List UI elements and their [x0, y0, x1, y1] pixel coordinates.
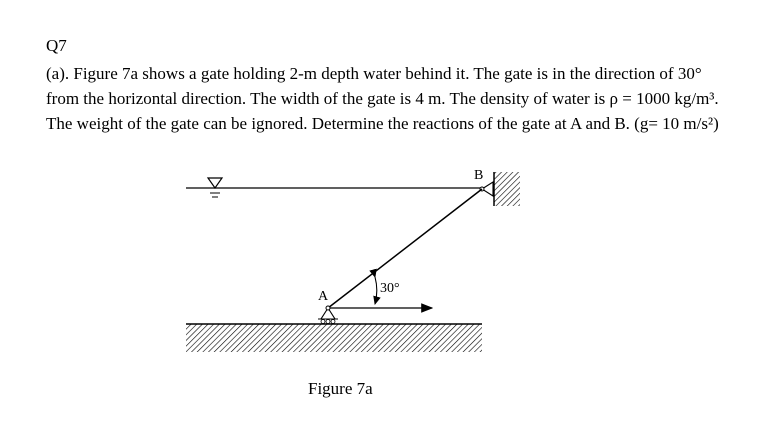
gate-line: [327, 188, 483, 309]
question-line-1: (a). Figure 7a shows a gate holding 2-m …: [46, 64, 702, 83]
figure-caption: Figure 7a: [308, 379, 373, 398]
label-a: A: [318, 289, 329, 304]
angle-arc: [369, 268, 381, 306]
water-surface-triangle-icon: [206, 177, 224, 198]
question-line-2: from the horizontal direction. The width…: [46, 89, 719, 108]
angle-label: 30°: [380, 281, 400, 296]
label-b: B: [474, 168, 484, 183]
ground-hatch: [186, 324, 482, 352]
question-line-3: The weight of the gate can be ignored. D…: [46, 114, 719, 133]
question-number: Q7: [46, 36, 67, 55]
support-a-icon: [318, 305, 338, 324]
wall-hatch: [494, 172, 520, 206]
question-text: (a). Figure 7a shows a gate holding 2-m …: [46, 61, 766, 136]
